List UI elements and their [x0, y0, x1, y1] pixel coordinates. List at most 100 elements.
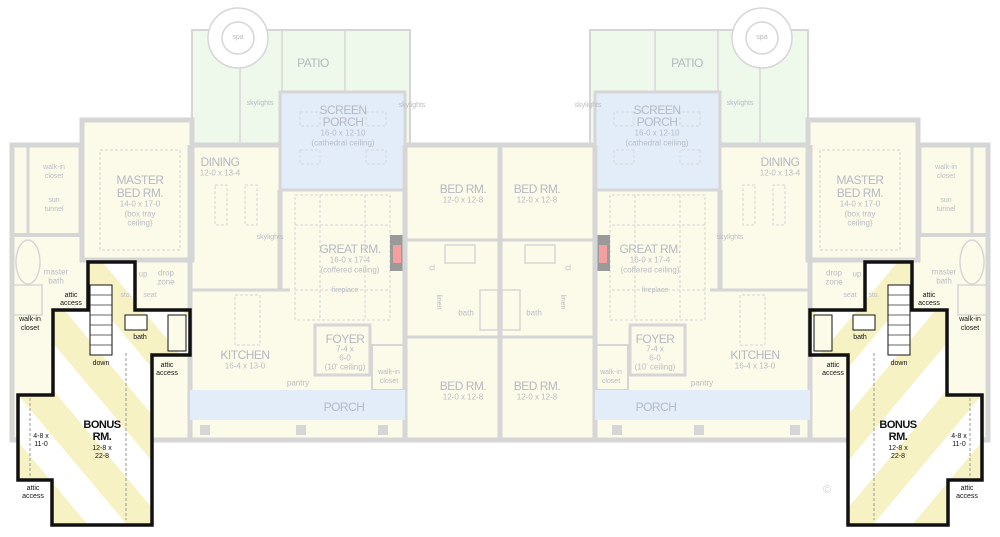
front-porch	[595, 390, 810, 420]
bath-label: bath	[458, 308, 474, 318]
bonus-walk-in-closet-l1: walk-in	[19, 316, 41, 323]
great-room-dims: 16-0 x 17-4	[329, 255, 371, 265]
master-bath-l1: master	[43, 267, 69, 277]
bonus-wing-dims-1: 4-8 x	[951, 433, 967, 440]
patio-label: PATIO	[297, 56, 329, 70]
patio-label: PATIO	[671, 56, 703, 70]
walk-in-closet-l1: walk-in	[935, 164, 957, 171]
fireplace-label: fireplace	[641, 287, 669, 294]
sun-tunnel-l2: tunnel	[44, 206, 64, 213]
bath-label: bath	[526, 308, 542, 318]
attic-access-l2: access	[918, 300, 940, 307]
floor-plan-drawing	[500, 7, 991, 527]
stairs-down-label: down	[92, 360, 110, 367]
kitchen-name: KITCHEN	[730, 348, 780, 362]
seat-label: seat	[143, 292, 157, 299]
attic-access-l1: attic	[922, 292, 936, 299]
bonus-walk-in-closet-l2: closet	[20, 325, 40, 332]
screen-porch-name-1: SCREEN	[319, 103, 367, 117]
bed-room-top-name: BED RM.	[513, 182, 561, 196]
skylights-label: skylights	[398, 102, 426, 109]
porch-label: PORCH	[323, 400, 365, 414]
master-bed-note-2: ceiling)	[847, 218, 873, 228]
bonus-walk-in-closet-l2: closet	[960, 325, 980, 332]
pantry-label: pantry	[690, 378, 714, 388]
foyer-note: (10' ceiling)	[634, 362, 676, 372]
skylights-label: skylights	[574, 102, 602, 109]
master-bed-note-1: (box tray	[844, 209, 876, 219]
bonus-walk-in-closet-l1: walk-in	[959, 316, 981, 323]
drop-zone-l1: drop	[157, 268, 175, 278]
foyer-dims-2: 6-0	[649, 353, 661, 363]
closet-label: cl	[429, 263, 435, 273]
screen-porch-dims: 16-0 x 12-10	[634, 128, 680, 138]
attic-access-l1: attic	[64, 292, 78, 299]
up-label: up	[138, 269, 148, 279]
attic-access-l1: attic	[26, 485, 40, 492]
drop-zone-l2: zone	[825, 277, 843, 287]
screen-porch-note: (cathedral ceiling)	[625, 138, 689, 148]
bonus-bath-label: bath	[133, 334, 147, 341]
great-room-dims: 16-0 x 17-4	[629, 255, 671, 265]
master-bath-l2: bath	[936, 276, 952, 286]
storage-label: sto.	[868, 292, 880, 299]
attic-access-l2: access	[60, 300, 82, 307]
foyer-name: FOYER	[635, 332, 675, 346]
foyer-closet-l1: walk-in	[600, 369, 622, 376]
bonus-room-name-1: BONUS	[83, 419, 121, 431]
screen-porch	[278, 90, 407, 192]
kitchen-dims: 16-4 x 13-0	[224, 361, 266, 371]
great-room-note: (coffered ceiling)	[320, 265, 380, 275]
seat-label: seat	[843, 292, 857, 299]
dining-dims: 12-0 x 13-4	[199, 168, 241, 178]
dining-dims: 12-0 x 13-4	[759, 168, 801, 178]
master-bed-dims: 14-0 x 17-0	[839, 199, 881, 209]
attic-access-l2: access	[22, 493, 44, 500]
master-bath-l1: master	[931, 267, 957, 277]
sun-tunnel-l2: tunnel	[936, 206, 956, 213]
bonus-room-dims-2: 22-8	[94, 453, 110, 460]
bed-room-top-dims: 12-0 x 12-8	[516, 195, 558, 205]
spa-label: spa	[232, 34, 244, 41]
master-bed-name-1: MASTER	[836, 173, 884, 187]
great-room-name: GREAT RM.	[319, 242, 381, 256]
screen-porch-dims: 16-0 x 12-10	[320, 128, 366, 138]
walk-in-closet-l2: closet	[44, 173, 64, 180]
master-bed-note-2: ceiling)	[127, 218, 153, 228]
fireplace-label: fireplace	[331, 287, 359, 294]
bonus-room-name-1: BONUS	[879, 419, 917, 431]
copyright-watermark: ©	[823, 484, 832, 496]
dining-name: DINING	[200, 155, 241, 169]
bonus-room-dims-1: 12-8 x	[92, 445, 112, 452]
attic-access-l1: attic	[960, 485, 974, 492]
master-bed-name-2: BED RM.	[836, 186, 884, 200]
foyer-closet-l2: closet	[379, 378, 399, 385]
storage-label: sto.	[120, 292, 132, 299]
bonus-room-dims-2: 22-8	[890, 453, 906, 460]
foyer-closet-l1: walk-in	[378, 369, 400, 376]
screen-porch-note: (cathedral ceiling)	[311, 138, 375, 148]
skylights-label: skylights	[726, 100, 754, 107]
linen-label: linen	[559, 294, 566, 310]
skylights-label: skylights	[246, 100, 274, 107]
bonus-wing-dims-2: 11-0	[34, 441, 48, 448]
master-bed-name-1: MASTER	[116, 173, 164, 187]
skylights-label: skylights	[716, 234, 744, 241]
bed-room-top-dims: 12-0 x 12-8	[442, 195, 484, 205]
bed-room-top-name: BED RM.	[439, 182, 487, 196]
master-bed-note-1: (box tray	[124, 209, 156, 219]
great-room-note: (coffered ceiling)	[620, 265, 680, 275]
screen-porch-name-2: PORCH	[636, 115, 678, 129]
linen-label: linen	[435, 294, 442, 310]
dining-name: DINING	[760, 155, 800, 169]
skylights-label: skylights	[256, 234, 284, 241]
master-bath-l2: bath	[48, 276, 64, 286]
up-label: up	[852, 269, 862, 279]
spa-label: spa	[756, 34, 768, 41]
bonus-room	[808, 260, 984, 527]
screen-porch	[593, 90, 722, 192]
bonus-room	[16, 260, 192, 527]
master-bed-dims: 14-0 x 17-0	[119, 199, 161, 209]
attic-access-l2: access	[156, 370, 178, 377]
